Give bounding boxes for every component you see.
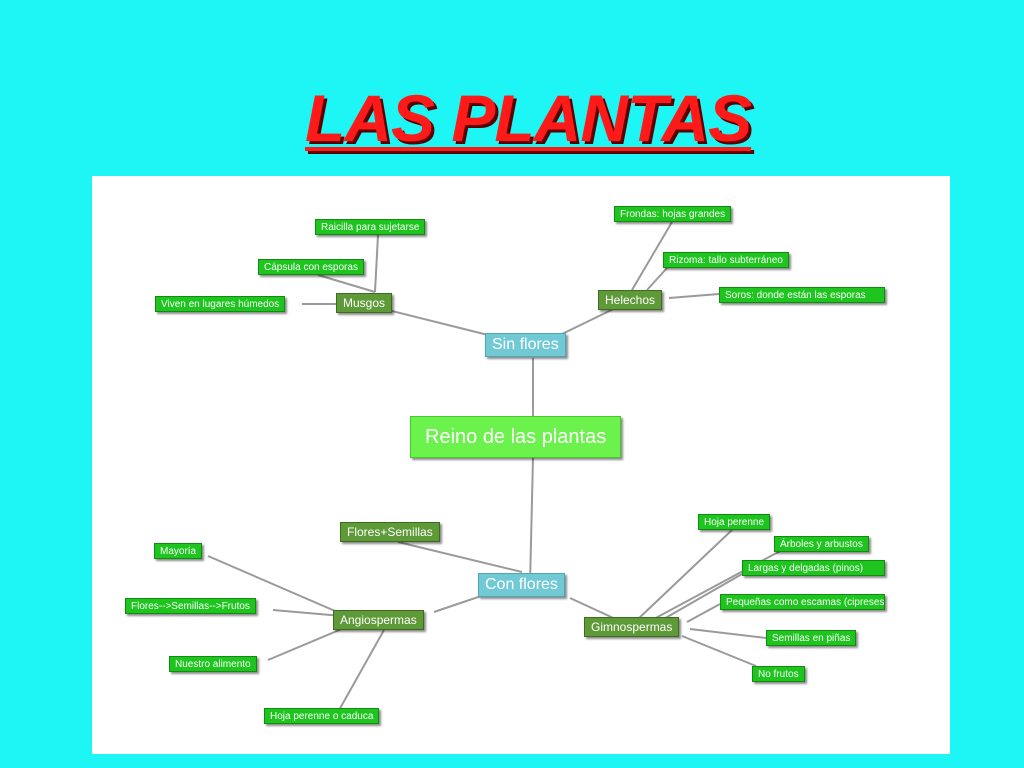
link-angio-flores [272, 609, 343, 617]
node-musgos[interactable]: Musgos [336, 293, 393, 313]
leaf-viven-humedos[interactable]: Viven en lugares húmedos [155, 296, 286, 312]
mindmap-canvas: Reino de las plantas Sin flores Musgos R… [92, 176, 950, 754]
node-angiospermas[interactable]: Angiospermas [333, 610, 424, 630]
link-musgos-capsula [317, 274, 376, 293]
leaf-capsula[interactable]: Cápsula con esporas [258, 259, 364, 275]
link-gimno-semillas [689, 628, 767, 639]
leaf-no-frutos[interactable]: No frutos [752, 666, 805, 682]
leaf-nuestro-alimento[interactable]: Nuestro alimento [169, 656, 257, 672]
node-sin-flores[interactable]: Sin flores [485, 333, 566, 357]
mindmap-connectors [207, 221, 783, 713]
node-con-flores[interactable]: Con flores [478, 573, 565, 597]
leaf-semillas-pinas[interactable]: Semillas en piñas [766, 630, 857, 646]
link-root-con-flores [529, 457, 534, 585]
node-flores-semillas[interactable]: Flores+Semillas [340, 522, 440, 542]
link-con-flores-angio [433, 593, 488, 613]
link-angio-alimento [267, 627, 345, 661]
link-angio-mayoria [207, 555, 343, 615]
leaf-frondas[interactable]: Frondas: hojas grandes [614, 206, 732, 222]
leaf-pequenas-escamas[interactable]: Pequeñas como escamas (cipreses) [720, 594, 885, 610]
leaf-arboles-arbustos[interactable]: Árboles y arbustos [774, 536, 869, 552]
page-title: LAS PLANTAS [305, 81, 752, 155]
link-gimno-no-frutos [681, 635, 757, 667]
leaf-hoja-perenne[interactable]: Hoja perenne [698, 514, 771, 530]
link-gimno-largas [661, 573, 743, 621]
link-helechos-frondas [631, 221, 673, 291]
link-helechos-rizoma [646, 267, 668, 291]
node-helechos[interactable]: Helechos [598, 290, 663, 310]
link-musgos-raicilla [374, 234, 379, 293]
leaf-raicilla[interactable]: Raicilla para sujetarse [315, 219, 426, 235]
leaf-hoja-perenne-caduca[interactable]: Hoja perenne o caduca [264, 708, 380, 724]
link-helechos-soros [668, 293, 720, 299]
link-gimno-hoja-perenne [636, 529, 733, 621]
node-gimnospermas[interactable]: Gimnospermas [584, 617, 680, 637]
link-gimno-pequenas [686, 603, 721, 623]
leaf-mayoria[interactable]: Mayoría [154, 543, 203, 559]
link-con-flores-flores-semillas [397, 541, 523, 573]
leaf-largas-delgadas[interactable]: Largas y delgadas (pinos) [742, 560, 885, 576]
leaf-rizoma[interactable]: Rizoma: tallo subterráneo [663, 252, 789, 268]
link-angio-hoja [337, 629, 385, 713]
leaf-flores-semillas-frutos[interactable]: Flores-->Semillas-->Frutos [125, 598, 256, 614]
leaf-soros[interactable]: Soros: donde están las esporas [719, 287, 885, 303]
node-reino-de-las-plantas[interactable]: Reino de las plantas [410, 416, 622, 458]
